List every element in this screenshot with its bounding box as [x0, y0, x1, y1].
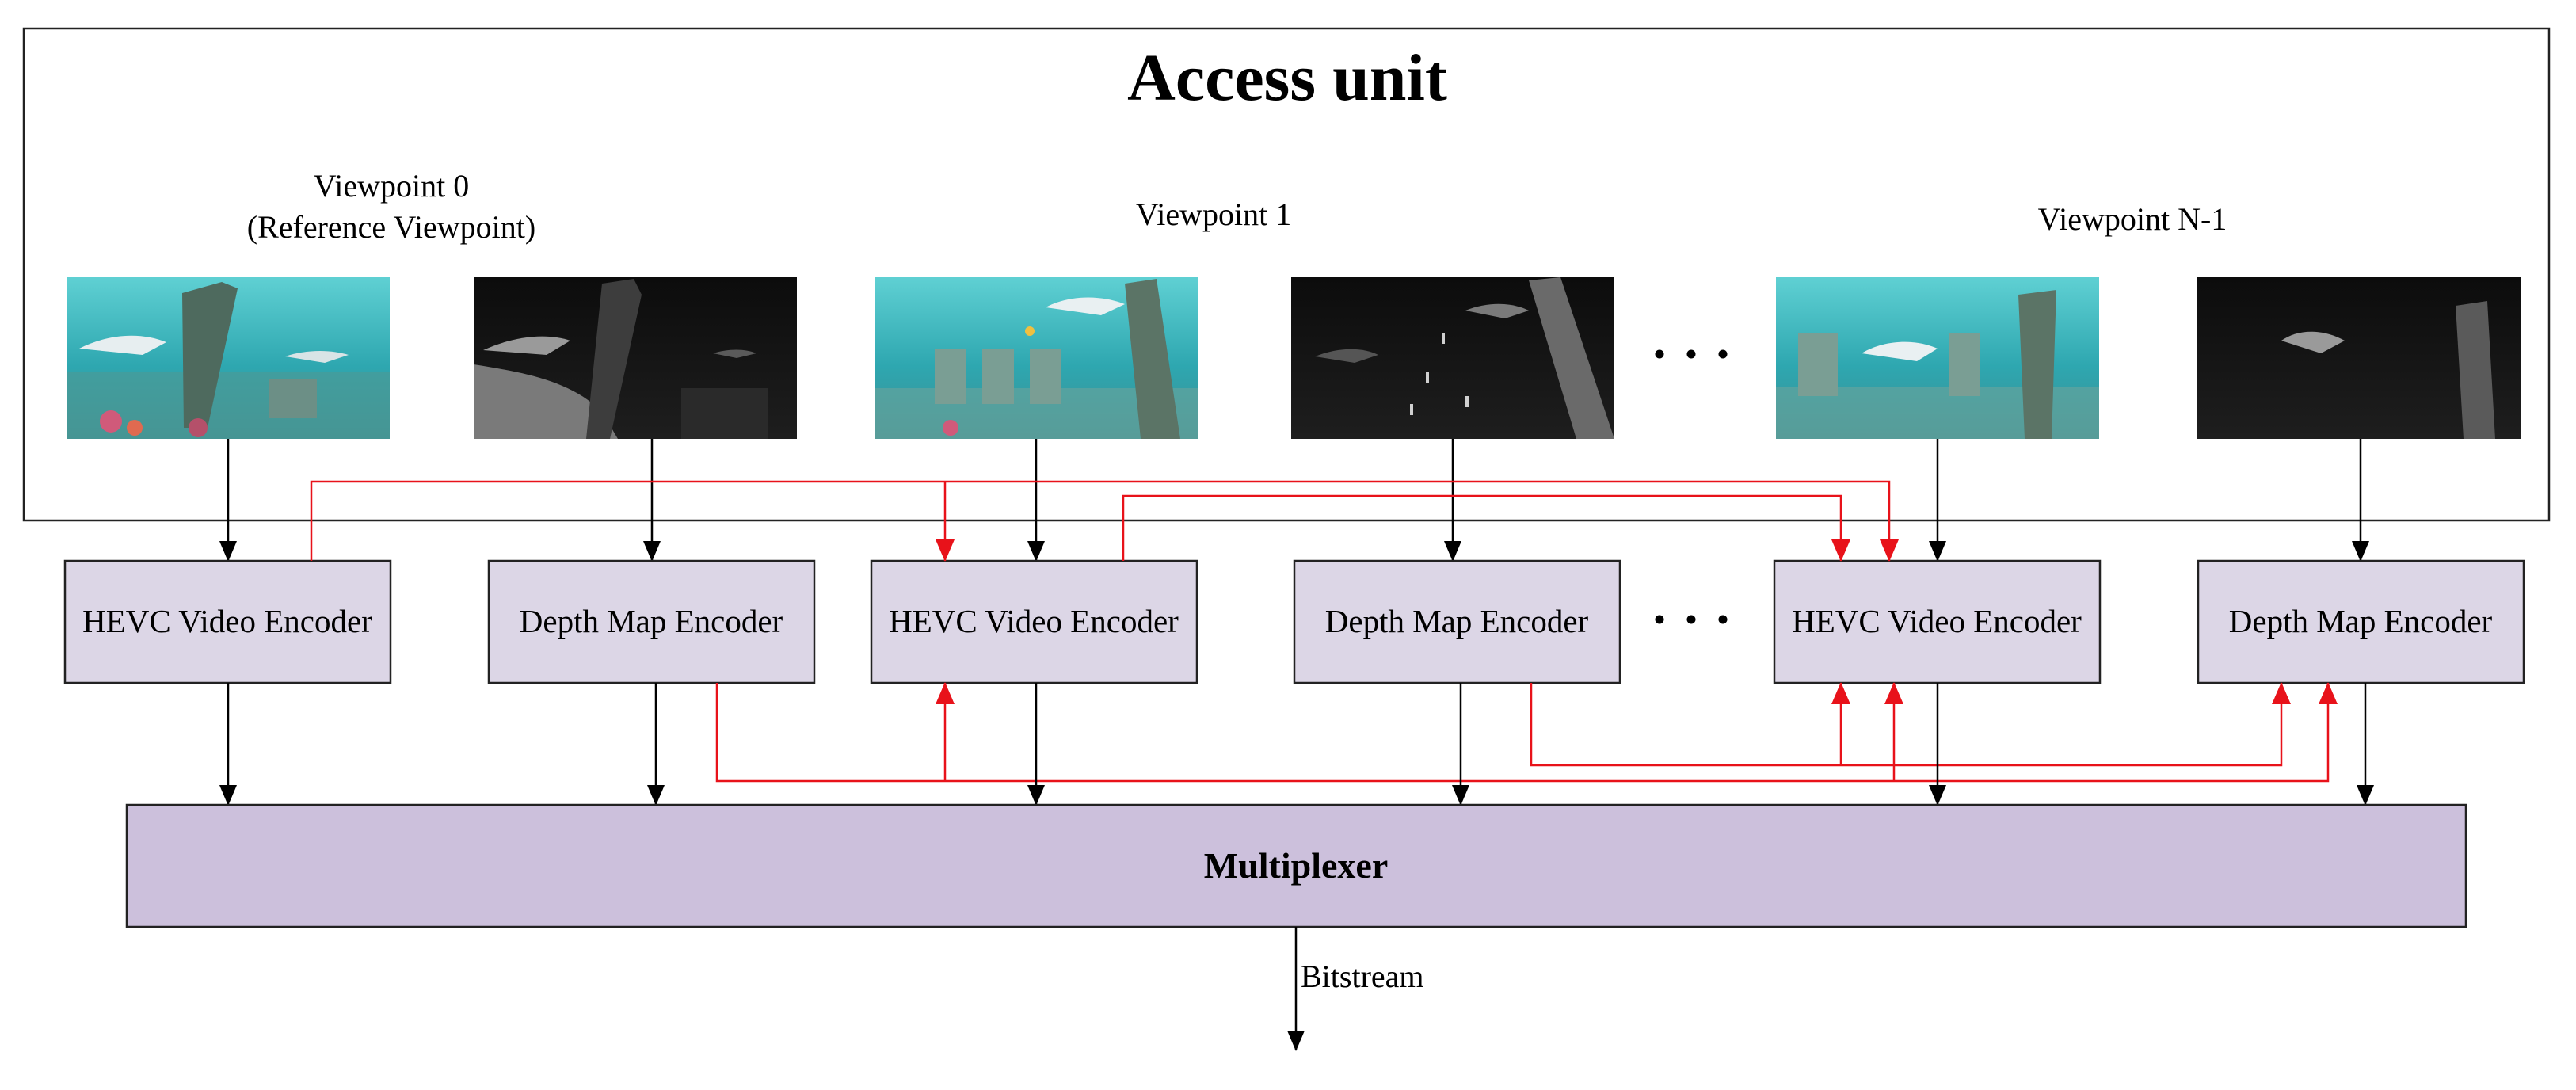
- viewpoint-1-label: Viewpoint 1: [1136, 196, 1291, 232]
- frame-to-encoder-arrows: [219, 439, 2369, 562]
- depth-aided-paths-bottom: [715, 682, 2338, 783]
- encoder-label: HEVC Video Encoder: [1792, 603, 2082, 639]
- encoder-hevc-view-n-1: HEVC Video Encoder: [1773, 559, 2102, 684]
- encoder-depth-view-1: Depth Map Encoder: [1293, 559, 1621, 684]
- encoder-depth-view-0: Depth Map Encoder: [487, 559, 816, 684]
- multiplexer-box: Multiplexer: [125, 803, 2467, 928]
- encoder-hevc-view-0: HEVC Video Encoder: [63, 559, 392, 684]
- encoder-label: Depth Map Encoder: [2229, 603, 2493, 639]
- encoder-hevc-view-1: HEVC Video Encoder: [870, 559, 1198, 684]
- ellipsis-top: [1655, 349, 1728, 359]
- bitstream-output: Bitstream: [1287, 927, 1424, 1051]
- depth-frame-view-1: [1291, 277, 1614, 439]
- viewpoint-n-1-label: Viewpoint N-1: [2038, 201, 2227, 237]
- multiplexer-label: Multiplexer: [1204, 845, 1389, 886]
- inter-view-paths-top: [310, 480, 1899, 562]
- ellipsis-middle: [1655, 615, 1728, 624]
- encoder-label: Depth Map Encoder: [1325, 603, 1589, 639]
- texture-frame-view-0: [67, 277, 390, 439]
- encoder-label: HEVC Video Encoder: [82, 603, 372, 639]
- bitstream-label: Bitstream: [1301, 959, 1424, 994]
- depth-frame-view-0: [474, 277, 797, 439]
- viewpoint-0-label: Viewpoint 0: [314, 168, 469, 204]
- depth-frame-view-n-1: [2197, 277, 2521, 439]
- texture-frame-view-n-1: [1776, 277, 2099, 439]
- viewpoint-0-sublabel: (Reference Viewpoint): [247, 209, 535, 245]
- encoder-to-multiplexer-arrows: [219, 683, 2374, 806]
- encoder-label: Depth Map Encoder: [520, 603, 783, 639]
- access-unit-box: [22, 27, 2551, 522]
- encoder-depth-view-n-1: Depth Map Encoder: [2197, 559, 2525, 684]
- access-unit-title: Access unit: [1127, 41, 1447, 115]
- texture-frame-view-1: [875, 277, 1198, 439]
- encoder-label: HEVC Video Encoder: [889, 603, 1179, 639]
